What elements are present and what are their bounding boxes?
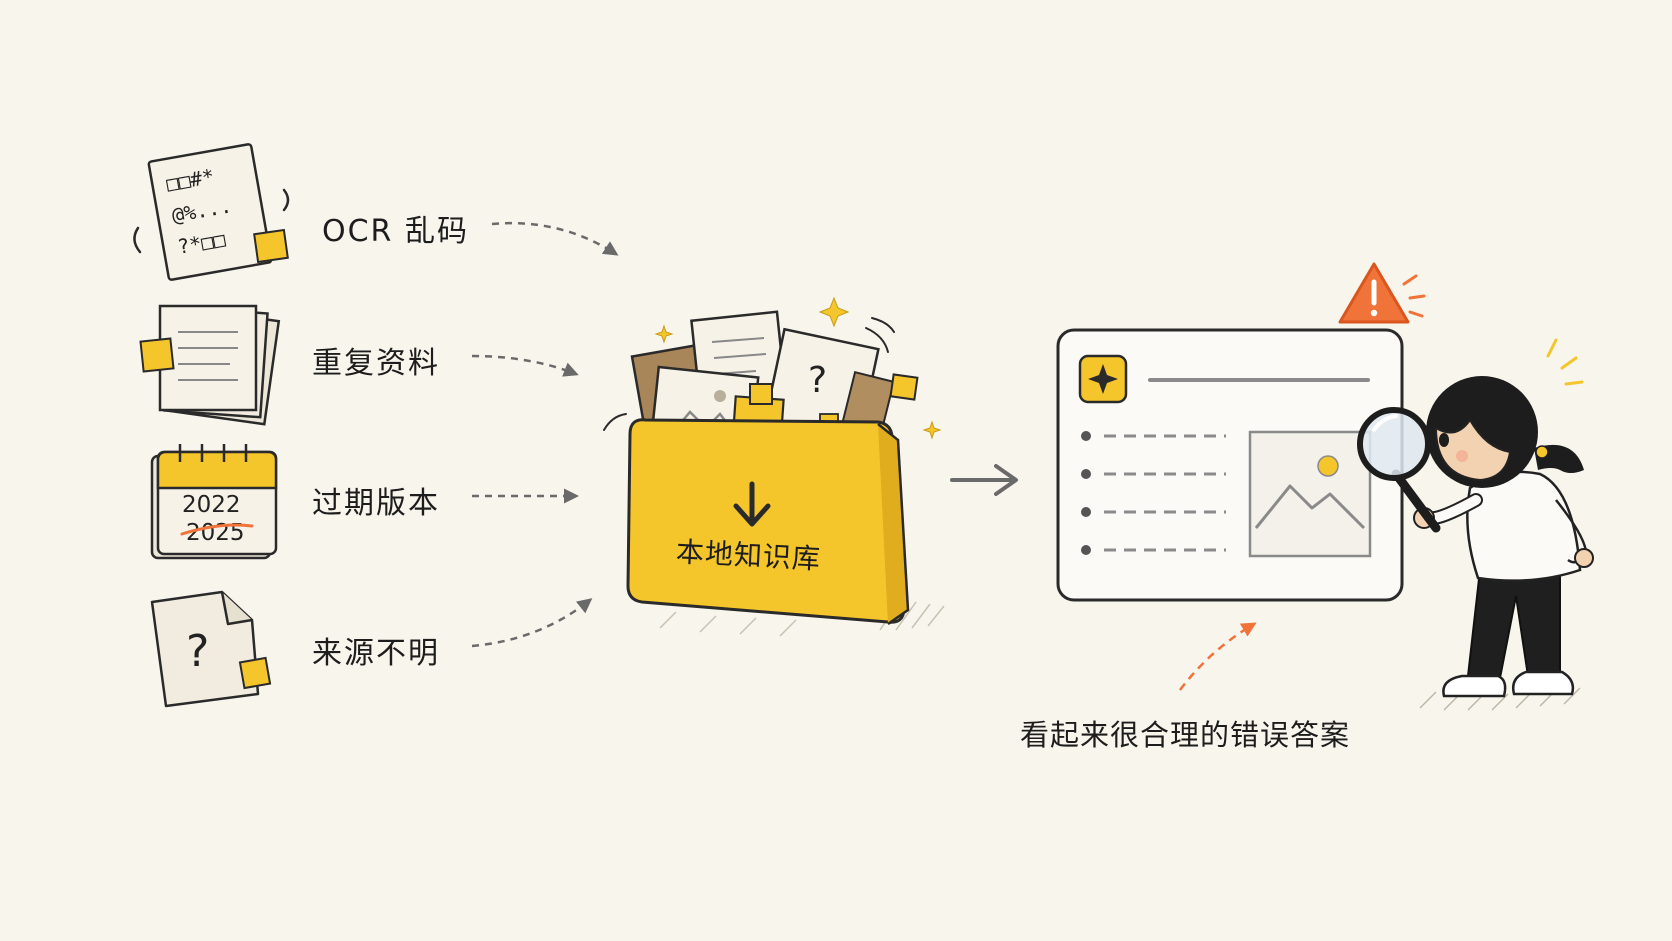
detective-character (1357, 338, 1594, 711)
unknown-document-icon: ? (150, 590, 272, 708)
arrow-ocr-to-box (491, 221, 619, 256)
image-placeholder-icon (1248, 430, 1372, 558)
folder-box-icon: ? (626, 310, 945, 637)
warning-triangle-icon (1338, 262, 1426, 324)
magnifier-icon (1357, 407, 1441, 533)
arrow-caption-to-card (1179, 622, 1257, 691)
source-label-unknown: 来源不明 (312, 636, 440, 671)
arrow-duplicate-to-box (471, 354, 579, 377)
knowledge-base-label: 本地知识库 (675, 535, 822, 576)
sparkle-icon (654, 296, 942, 440)
garbled-document-icon: □□#* @%... ?*□□ (133, 143, 290, 281)
duplicate-pages-icon (139, 304, 281, 426)
source-label-duplicate: 重复资料 (312, 346, 440, 381)
source-label-ocr: OCR 乱码 (322, 214, 469, 249)
arrow-unknown-to-box (471, 598, 593, 648)
calendar-icon: 2022 2025 (150, 444, 278, 560)
calendar-current-year: 2022 (182, 492, 241, 518)
sparkle-icon (1088, 364, 1118, 394)
question-mark: ? (186, 626, 209, 677)
answer-card (1056, 328, 1404, 602)
box-question-mark: ? (808, 360, 827, 401)
result-caption: 看起来很合理的错误答案 (1020, 718, 1351, 752)
source-label-expired: 过期版本 (312, 486, 440, 521)
